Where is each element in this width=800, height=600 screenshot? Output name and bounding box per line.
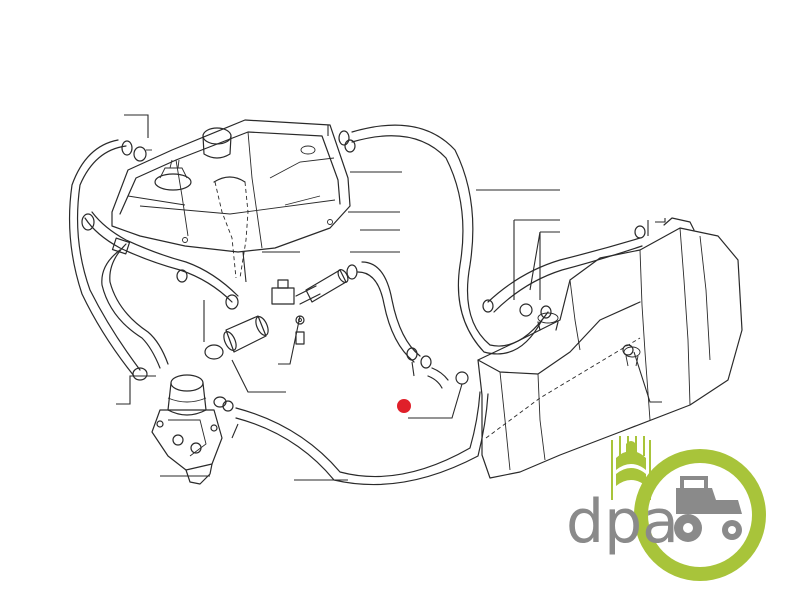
upper-fuel-tank — [111, 119, 351, 279]
clamps-and-fittings — [81, 130, 646, 389]
leader-lines — [116, 114, 666, 481]
fuel-lift-pump — [151, 374, 234, 485]
wheat-icon — [611, 436, 651, 500]
gear-ring-icon — [634, 449, 766, 581]
dpa-logo: dpa — [566, 436, 766, 581]
highlight-marker — [397, 399, 411, 413]
hoses — [68, 124, 643, 486]
tractor-icon — [674, 476, 742, 542]
logo-wordmark: dpa — [566, 487, 679, 557]
